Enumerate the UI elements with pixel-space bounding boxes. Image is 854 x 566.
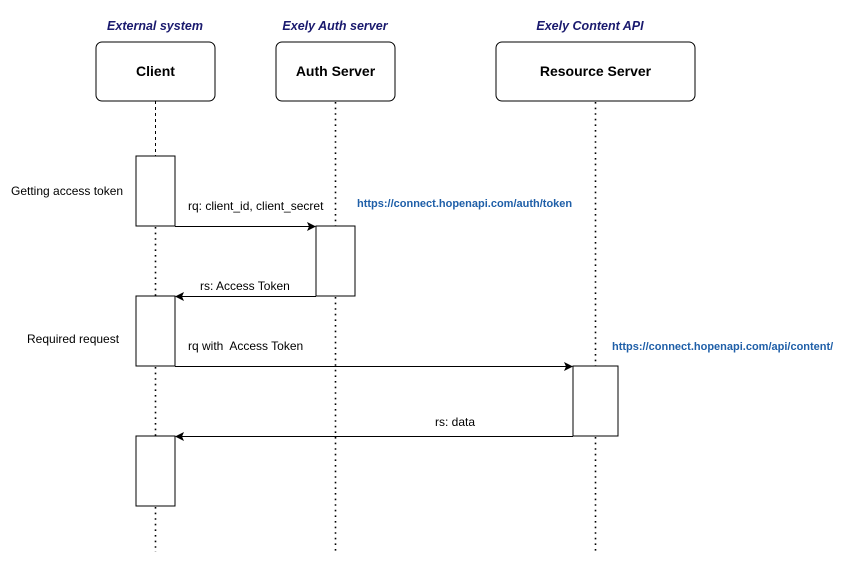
group-label-auth: Exely Auth server [282, 19, 388, 33]
message-content-request: rq with Access Token [175, 339, 573, 371]
actor-auth-server: Auth Server [275, 41, 396, 102]
actor-label-resource-server: Resource Server [540, 63, 652, 79]
actor-box-auth-server [275, 41, 396, 102]
arrowhead-right-icon [307, 222, 316, 231]
actor-resource-server: Resource Server [495, 41, 696, 102]
message-label-credentials: rq: client_id, client_secret [188, 199, 324, 213]
arrowhead-left-icon [175, 432, 184, 441]
group-label-resource: Exely Content API [536, 19, 644, 33]
arrowhead-left-icon [175, 292, 184, 301]
step-label-required-request: Required request [27, 332, 120, 346]
step-label-getting-token: Getting access token [11, 184, 123, 198]
activation-client-2 [135, 295, 176, 367]
message-label-content-request: rq with Access Token [188, 339, 303, 353]
activation-auth [315, 225, 356, 297]
activation-client-1 [135, 155, 176, 227]
arrowhead-right-icon [564, 362, 573, 371]
activation-resource [572, 365, 619, 437]
url-content-endpoint: https://connect.hopenapi.com/api/content… [612, 341, 833, 353]
actor-box-resource-server [495, 41, 696, 102]
message-label-data: rs: data [435, 415, 475, 429]
group-label-client: External system [107, 19, 203, 33]
message-token-response: rs: Access Token [175, 279, 316, 301]
actor-label-auth-server: Auth Server [296, 63, 376, 79]
message-label-token: rs: Access Token [200, 279, 290, 293]
actor-label-client: Client [136, 63, 175, 79]
url-auth-endpoint: https://connect.hopenapi.com/auth/token [357, 198, 572, 210]
message-credentials-request: rq: client_id, client_secret [175, 199, 324, 231]
message-data-response: rs: data [175, 415, 573, 441]
actor-client: Client [95, 41, 216, 102]
activation-client-3 [135, 435, 176, 507]
